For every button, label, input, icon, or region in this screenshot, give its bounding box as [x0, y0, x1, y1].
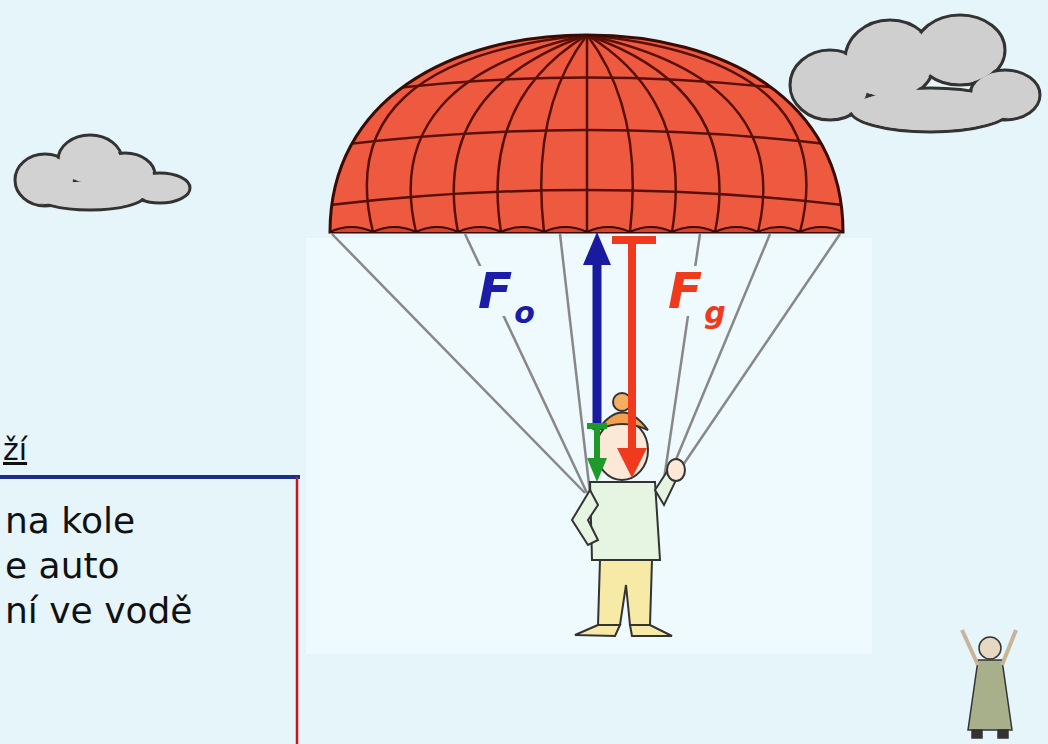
list-item: e auto — [5, 545, 120, 586]
text-panel: ží na kolee autoní ve vodě — [0, 425, 294, 744]
parachutist-part — [590, 482, 660, 560]
canopy-part — [380, 78, 795, 91]
canopy-part — [411, 35, 587, 232]
suspension-lines-part — [332, 234, 585, 493]
canopy-part — [541, 35, 587, 232]
panel-rules — [0, 477, 300, 744]
suspension-lines-part — [560, 234, 590, 493]
force-arrows-part — [593, 262, 602, 430]
observer-figure — [962, 630, 1016, 738]
panel-rules-part — [296, 477, 299, 744]
canopy-part — [330, 227, 843, 232]
parachutist-part — [630, 625, 672, 636]
inner-panel — [305, 237, 873, 655]
observer-figure-part — [998, 730, 1008, 738]
force-arrows-part — [594, 426, 600, 460]
observer-figure-part — [1002, 630, 1016, 665]
force-symbol: F — [666, 266, 704, 316]
observer-figure-part — [979, 637, 1001, 659]
list-item: na kole — [5, 500, 135, 541]
force-arrows-part — [628, 240, 636, 450]
cloud-part — [17, 137, 188, 208]
canopy — [330, 35, 843, 232]
parachutist-part — [575, 625, 620, 636]
parachutist-part — [598, 560, 652, 625]
observer-figure-part — [972, 730, 982, 738]
force-arrows-part — [583, 232, 611, 265]
cloud-part — [792, 17, 1038, 130]
canopy-part — [587, 35, 676, 232]
cloud-part — [917, 17, 1003, 83]
observer-figure-part — [962, 630, 978, 665]
canopy-part — [330, 35, 843, 232]
list-item: ní ve vodě — [5, 590, 193, 631]
cloud-part — [15, 135, 190, 210]
canopy-part — [498, 35, 587, 232]
force-arrows-part — [617, 448, 647, 478]
observer-figure-part — [968, 660, 1012, 730]
canopy-part — [330, 190, 843, 205]
force-symbol: F — [476, 266, 514, 316]
cloud — [15, 135, 190, 210]
force-arrows-part — [587, 458, 607, 482]
suspension-lines-part — [662, 234, 770, 493]
canopy-part — [330, 35, 843, 232]
panel-heading: ží — [3, 433, 27, 468]
cloud-part — [852, 90, 1008, 130]
force-arrows — [583, 232, 656, 482]
suspension-lines-part — [465, 234, 587, 493]
canopy-part — [340, 130, 835, 145]
parachutist-part — [667, 459, 685, 481]
parachutist-part — [572, 490, 598, 545]
cloud — [790, 15, 1040, 132]
canopy-part — [587, 35, 763, 232]
force-subscript: g — [702, 298, 727, 328]
suspension-lines-part — [664, 234, 840, 493]
suspension-lines — [332, 234, 840, 493]
cloud-part — [37, 182, 143, 208]
force-subscript: o — [512, 298, 537, 328]
canopy-part — [586, 35, 589, 232]
panel-rules-part — [0, 475, 300, 479]
cloud-part — [790, 15, 1040, 132]
canopy-part — [330, 35, 843, 232]
